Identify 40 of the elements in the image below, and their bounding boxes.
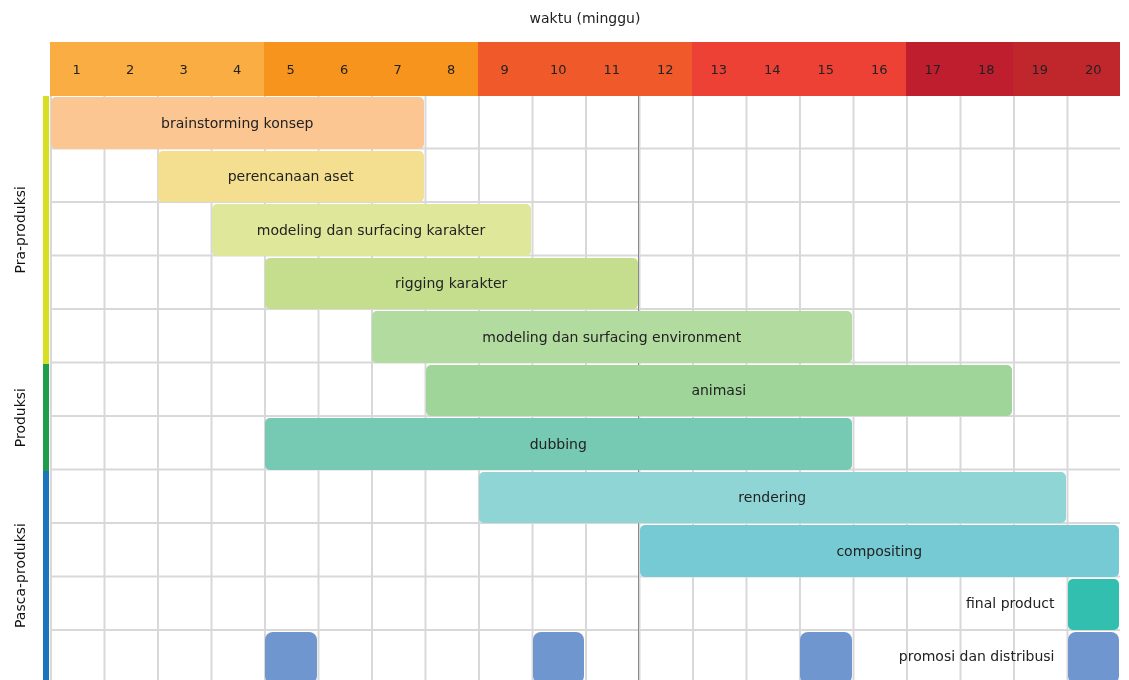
milestone-box [265, 632, 317, 680]
week-header: 3 [157, 42, 211, 96]
task-bar: animasi [425, 364, 1012, 416]
task-bar [1067, 578, 1119, 630]
week-header: 9 [478, 42, 532, 96]
week-header: 2 [103, 42, 157, 96]
task-bar: dubbing [265, 418, 852, 470]
task-bar: brainstorming konsep [51, 97, 424, 149]
week-header: 1 [50, 42, 104, 96]
task-bar: rendering [479, 471, 1066, 523]
week-header: 6 [317, 42, 371, 96]
week-header: 11 [585, 42, 639, 96]
phase-label: Pasca-produksi [12, 522, 28, 628]
milestone-box [532, 632, 584, 680]
task-bar: rigging karakter [265, 257, 638, 309]
task-bar: compositing [639, 525, 1119, 577]
task-label: promosi dan distribusi [898, 648, 1055, 664]
week-header: 12 [638, 42, 692, 96]
week-header: 14 [745, 42, 799, 96]
task-label: final product [966, 594, 1055, 611]
week-header: 19 [1013, 42, 1067, 96]
week-header: 15 [799, 42, 853, 96]
week-header: 5 [264, 42, 318, 96]
task-bar: modeling dan surfacing environment [372, 311, 852, 363]
week-header: 17 [906, 42, 960, 96]
task-bar: modeling dan surfacing karakter [211, 204, 531, 256]
milestone-box [800, 632, 852, 680]
week-header: 4 [210, 42, 264, 96]
axis-title: waktu (minggu) [528, 10, 642, 26]
week-header: 7 [371, 42, 425, 96]
week-header: 10 [531, 42, 585, 96]
phase-label: Produksi [12, 387, 28, 447]
phase-label: Pra-produksi [12, 185, 28, 274]
week-header: 16 [852, 42, 906, 96]
week-header: 18 [959, 42, 1013, 96]
week-header: 13 [692, 42, 746, 96]
week-header: 20 [1066, 42, 1120, 96]
milestone-box [1067, 632, 1119, 680]
week-header: 8 [424, 42, 478, 96]
task-bar: perencanaan aset [158, 150, 424, 202]
